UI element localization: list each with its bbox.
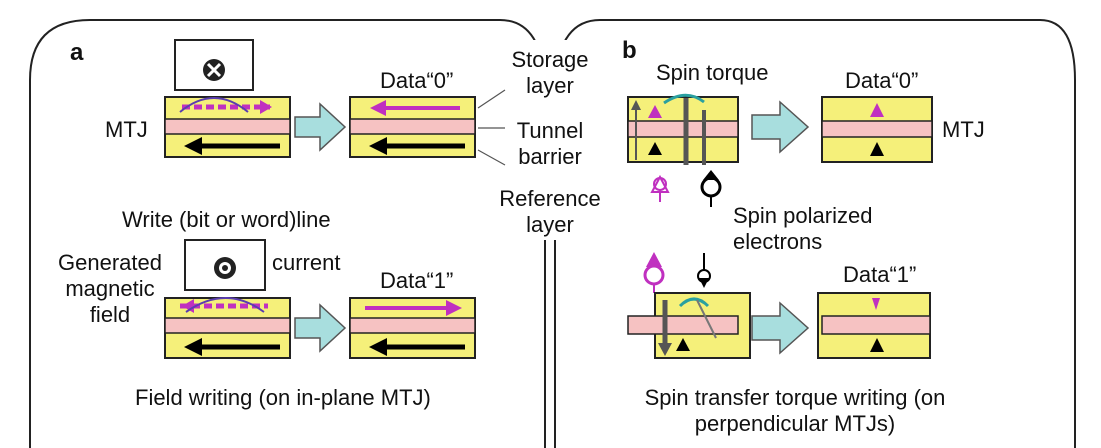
current-label: current	[272, 250, 341, 275]
data1-label-b: Data“1”	[843, 262, 917, 287]
block-arrow-b-top	[751, 100, 810, 154]
dot-current-icon	[214, 257, 236, 279]
generated-field-label: Generated magnetic field	[58, 250, 162, 327]
caption-b: Spin transfer torque writing (on perpend…	[644, 385, 946, 436]
block-arrow-b-bottom	[751, 301, 810, 355]
write-line-label: Write (bit or word)line	[122, 207, 331, 232]
mtj-b-data0	[821, 96, 933, 163]
mtj-b-bottom	[627, 292, 751, 359]
middle-label-gap	[498, 40, 600, 240]
panel-b-letter: b	[622, 37, 637, 64]
mtj-a-top	[164, 96, 291, 158]
panel-a-letter: a	[70, 39, 84, 66]
tunnel-barrier-label: Tunnel barrier	[516, 118, 584, 169]
data0-label-a: Data“0”	[380, 68, 454, 93]
mtj-a-data0	[349, 96, 476, 158]
cross-current-icon	[203, 59, 225, 81]
panel-a-frame	[29, 19, 546, 448]
block-arrow-a-top	[294, 102, 347, 152]
storage-layer-label: Storage layer	[511, 47, 589, 98]
mtj-a-data1	[349, 297, 476, 359]
data1-label-a: Data“1”	[380, 268, 454, 293]
mtj-label-a: MTJ	[105, 117, 148, 142]
mtj-b-top	[627, 93, 739, 165]
mtj-b-data1	[817, 292, 931, 359]
mtj-a-bottom	[164, 297, 291, 359]
reference-arrow	[184, 137, 202, 155]
electron-icon-b-bottom	[643, 252, 711, 293]
reference-layer-label: Reference layer	[499, 186, 601, 237]
write-line-box-top	[174, 39, 254, 91]
data0-label-b: Data“0”	[845, 68, 919, 93]
caption-a: Field writing (on in-plane MTJ)	[135, 385, 431, 410]
electron-icon	[650, 170, 722, 207]
mtj-label-b: MTJ	[942, 117, 985, 142]
leader-lines-a	[477, 89, 506, 166]
spin-torque-label: Spin torque	[656, 60, 769, 85]
field-loop	[179, 97, 249, 113]
write-line-box-bottom	[184, 239, 266, 291]
block-arrow-a-bottom	[294, 303, 347, 353]
spin-polarized-label: Spin polarized electrons	[733, 203, 873, 254]
